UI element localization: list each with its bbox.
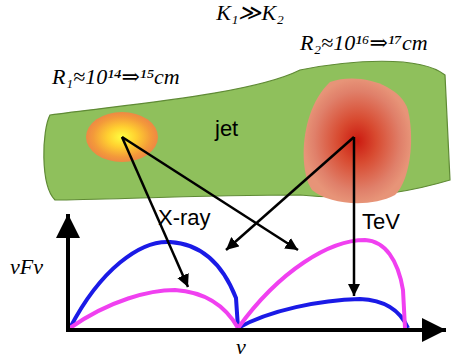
region-label: R₂≈10¹⁶⇒¹⁷cm: [300, 32, 428, 54]
magenta-tev-curve: [238, 240, 405, 328]
x-axis: [66, 328, 446, 332]
axis-label-y: νFν: [10, 256, 43, 278]
y-axis: [66, 214, 70, 331]
blue-xray-curve: [70, 242, 238, 328]
tev-label: TeV: [362, 211, 400, 233]
arrow-small-to-tev: [122, 137, 298, 250]
arrow-large-to-tev: [353, 137, 356, 296]
small-emission-region: R₁≈10¹⁴⇒¹⁵cm: [48, 66, 218, 166]
magenta-xray-curve: [70, 290, 238, 328]
arrow-large-to-xray: [226, 137, 354, 250]
large-emission-region-shape: [298, 32, 456, 206]
diffusion-relation: K₁≫K₂: [216, 2, 284, 24]
xray-label: X-ray: [158, 207, 211, 229]
region-label: jet: [215, 118, 238, 140]
axis-label-x: ν: [236, 336, 246, 358]
large-blob: [304, 79, 411, 204]
large-emission-region: R₂≈10¹⁶⇒¹⁷cm: [298, 32, 456, 206]
region-label: R₁≈10¹⁴⇒¹⁵cm: [52, 66, 180, 88]
jet-body: jetR₁≈10¹⁴⇒¹⁵cmR₂≈10¹⁶⇒¹⁷cm: [40, 58, 455, 205]
blue-tev-curve: [238, 299, 408, 328]
